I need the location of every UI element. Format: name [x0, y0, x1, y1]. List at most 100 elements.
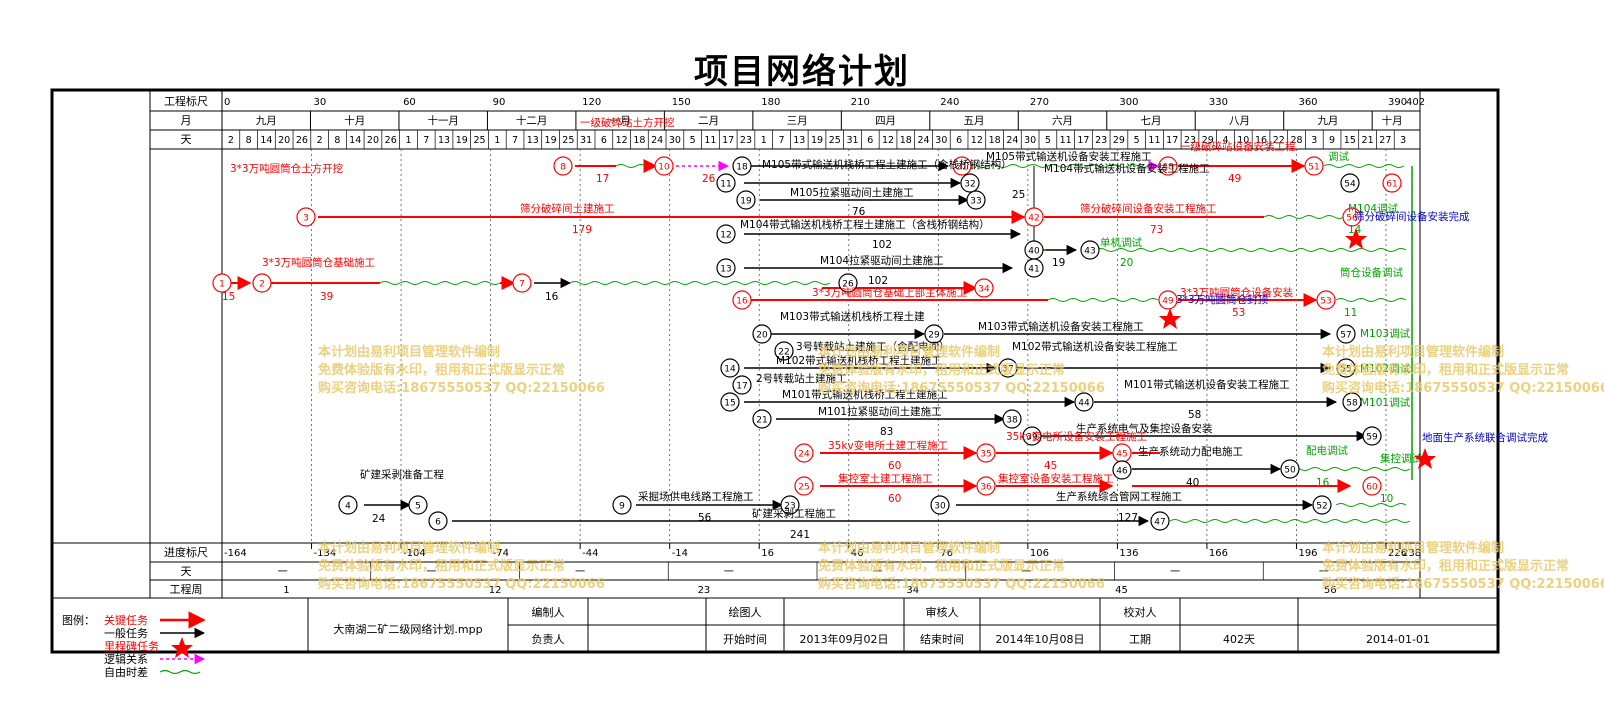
- node-43: 43: [1080, 240, 1100, 260]
- node-42: 42: [1024, 207, 1044, 227]
- progress-tick: 106: [1030, 548, 1049, 559]
- node-51: 51: [1304, 156, 1324, 176]
- scale-tick: 360: [1298, 97, 1317, 108]
- node-number: 41: [1028, 265, 1039, 275]
- node-circle: [296, 207, 316, 227]
- node-circle: [1382, 173, 1402, 193]
- scale-tick: 240: [940, 97, 959, 108]
- node-circle: [752, 409, 772, 429]
- task-duration-6: 241: [790, 529, 810, 541]
- scale-tick: 90: [493, 97, 506, 108]
- node-circle: [1304, 156, 1324, 176]
- task-label-1: 3*3万吨圆筒仓土方开挖: [230, 162, 343, 175]
- node-20: 20: [752, 324, 772, 344]
- task-label-50: 配电调试: [1306, 444, 1348, 457]
- day-label: 18: [900, 135, 912, 146]
- node-circle: [1336, 358, 1356, 378]
- scale-tick: 390: [1388, 97, 1407, 108]
- node-number: 51: [1308, 163, 1319, 173]
- node-number: 19: [740, 197, 752, 207]
- free-float-2-7: [379, 281, 501, 285]
- node-circle: [338, 495, 358, 515]
- node-number: 37: [1002, 365, 1013, 375]
- day-label: 8: [246, 135, 252, 146]
- task-label-6: 矿建采剥工程施工: [752, 507, 836, 520]
- month-label: 八月: [1229, 115, 1250, 127]
- node-48: 48: [1158, 156, 1178, 176]
- node-number: 29: [928, 331, 940, 341]
- node-number: 39: [1026, 433, 1038, 443]
- scale-tick: 300: [1119, 97, 1138, 108]
- node-number: 1: [219, 280, 225, 290]
- scale-tick: 330: [1209, 97, 1228, 108]
- task-label-8: 一级破碎站土方开挖: [580, 116, 675, 129]
- node-37: 37: [998, 358, 1018, 378]
- node-number: 33: [970, 197, 981, 207]
- free-float-47: [1169, 519, 1411, 523]
- task-duration-32: 25: [1012, 189, 1025, 201]
- node-number: 7: [519, 280, 525, 290]
- task-label-15: M101带式输送机栈桥工程土建施工: [782, 388, 948, 401]
- day-label: 26: [385, 135, 397, 146]
- day-label: 12: [971, 135, 983, 146]
- node-18: 18: [732, 156, 752, 176]
- free-float-52: [1335, 503, 1407, 507]
- node-56: 56: [1342, 207, 1362, 227]
- month-label: 一月: [610, 115, 631, 127]
- weekday-label: 一: [1021, 567, 1031, 578]
- task-duration-19: 76: [852, 206, 866, 218]
- task-duration-10: 26: [702, 173, 716, 185]
- node-55: 55: [1336, 358, 1356, 378]
- day-label: 8: [334, 135, 340, 146]
- node-number: 57: [1340, 331, 1351, 341]
- node-circle: [1024, 258, 1044, 278]
- week-label: 23: [698, 585, 711, 596]
- node-circle: [736, 190, 756, 210]
- month-label: 九月: [1317, 115, 1338, 127]
- node-number: 26: [842, 280, 854, 290]
- task-label-49: 3*3万吨圆筒仓设备安装: [1180, 286, 1294, 299]
- node-circle: [408, 495, 428, 515]
- node-circle: [1280, 459, 1300, 479]
- task-duration-49: 53: [1232, 307, 1245, 319]
- day-label: 18: [633, 135, 645, 146]
- node-circle: [1150, 511, 1170, 531]
- node-3: 3: [296, 207, 316, 227]
- node-number: 10: [658, 163, 670, 173]
- day-label: 13: [527, 135, 539, 146]
- node-circle: [1362, 426, 1382, 446]
- end-value: 2014年10月08日: [996, 632, 1085, 646]
- node-60: 60: [1362, 476, 1382, 496]
- day-row-label: 天: [181, 133, 192, 146]
- task-label-14: M102带式输送机栈桥工程土建施工: [776, 354, 942, 367]
- scale-tick: 30: [314, 97, 327, 108]
- day-label: 24: [1006, 135, 1018, 146]
- node-40: 40: [1024, 240, 1044, 260]
- progress-tick: -44: [582, 548, 598, 559]
- day-label: 4: [1222, 135, 1228, 146]
- task-label-30: 生产系统综合管网工程施工: [1056, 490, 1182, 503]
- node-circle: [1158, 290, 1178, 310]
- node-number: 4: [345, 502, 351, 512]
- weekday-label: 一: [426, 567, 436, 578]
- day-label: 29: [1113, 135, 1125, 146]
- node-2: 2: [252, 273, 272, 293]
- activity-arrows: [230, 159, 1413, 527]
- node-number: 9: [619, 502, 625, 512]
- node-circle: [732, 375, 752, 395]
- scale-tick: 210: [851, 97, 870, 108]
- task-label-2: 3*3万吨圆筒仓基础施工: [262, 256, 375, 269]
- node-number: 15: [724, 399, 735, 409]
- task-label-35: 35kv变电所设备安装工程施工: [1006, 430, 1147, 443]
- task-duration-12: 102: [872, 239, 892, 251]
- weekday-label: 一: [278, 567, 288, 578]
- month-label: 十月: [1382, 114, 1403, 127]
- node-7: 7: [512, 273, 532, 293]
- task-duration-40: 19: [1052, 257, 1065, 269]
- task-label-4: 矿建采剥准备工程: [360, 468, 444, 481]
- task-label-39: 生产系统电气及集控设备安装: [1076, 422, 1213, 435]
- task-duration-25: 60: [888, 493, 901, 505]
- task-duration-50: 16: [1316, 477, 1330, 489]
- day-label: 20: [367, 135, 379, 146]
- task-duration-4: 24: [372, 513, 386, 525]
